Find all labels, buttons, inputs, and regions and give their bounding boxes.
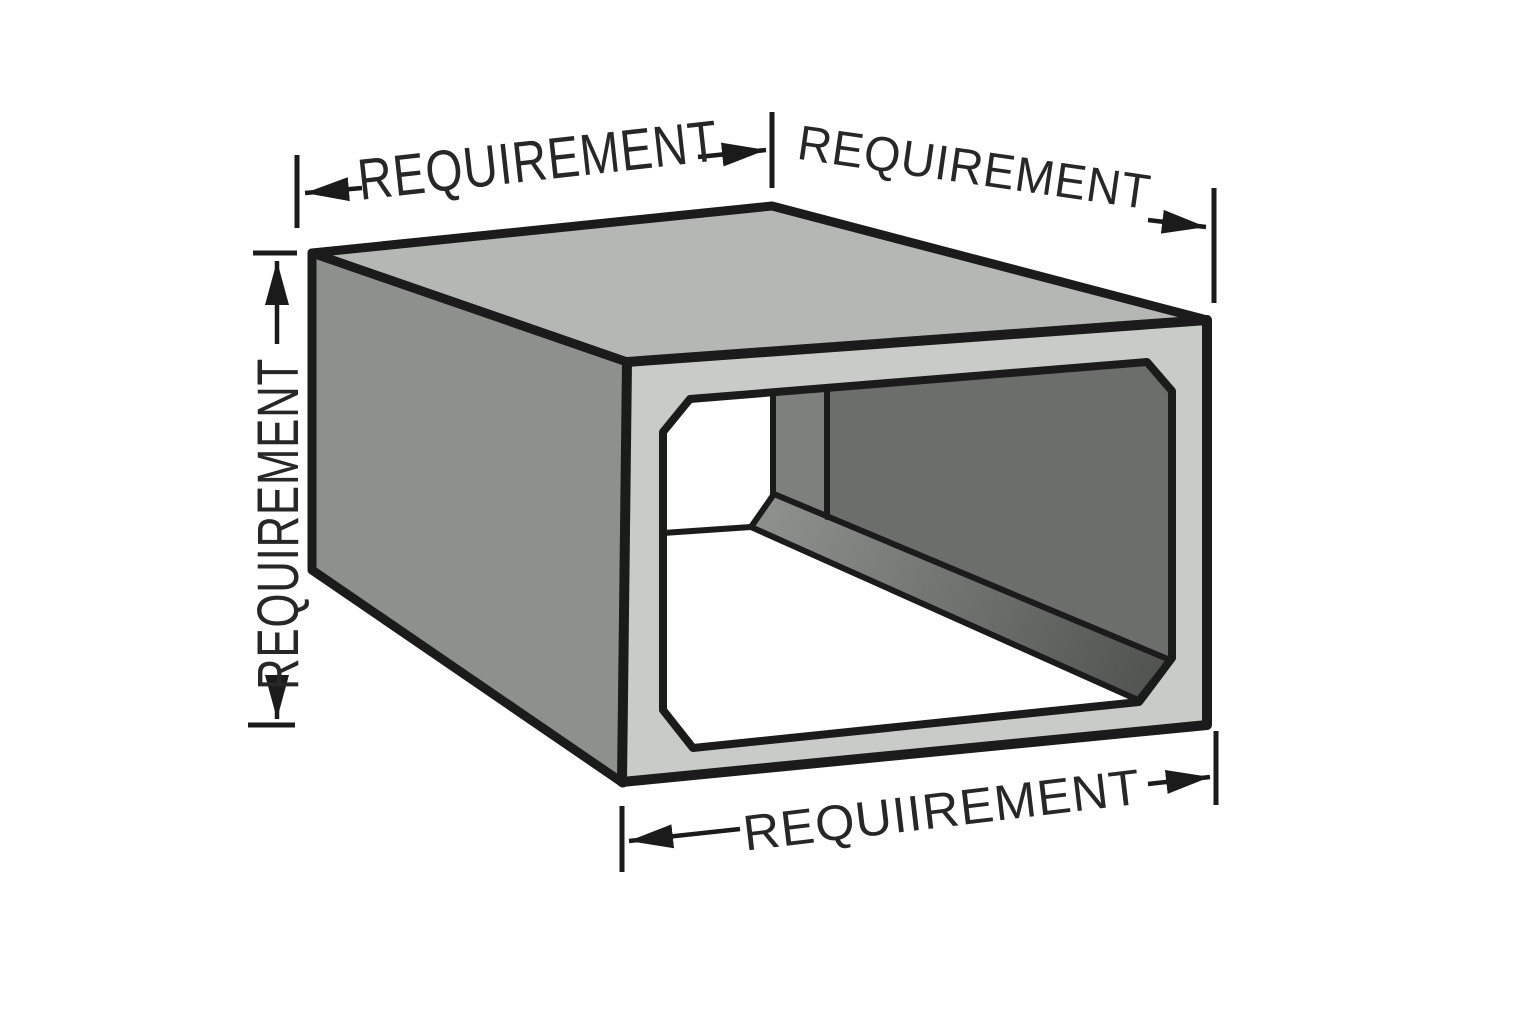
interior-floor — [663, 527, 1138, 748]
interior-back-wall-panel — [773, 388, 827, 517]
dimension-label-top-right: REQUIREMENT — [794, 116, 1154, 220]
dimension-label-bottom: REQUIIREMENT — [740, 759, 1144, 862]
dimension-annotations — [248, 112, 1219, 872]
far-opening-bottom-rim — [660, 524, 754, 536]
culvert-body — [307, 201, 1212, 788]
dimension-line-bottom-east — [1147, 770, 1211, 794]
culvert-interior — [660, 362, 1173, 748]
dimension-line-top-right-east — [1147, 209, 1207, 234]
dimension-top-right — [1147, 188, 1217, 303]
dimension-line-top-left-east — [697, 142, 767, 167]
dimension-line-top-left-west — [304, 177, 363, 202]
dimension-label-top-left: REQUIREMENT — [354, 108, 721, 212]
dimension-label-left: REQUIREMENT — [246, 358, 311, 690]
dimension-left-height — [248, 250, 297, 728]
culvert-opening-outline — [659, 358, 1176, 752]
culvert-front-face-outline — [617, 315, 1212, 787]
far-opening-view — [663, 392, 773, 533]
dimension-top-left — [294, 112, 775, 228]
dimension-bottom — [619, 731, 1219, 872]
dimension-line-bottom-west — [628, 824, 741, 849]
